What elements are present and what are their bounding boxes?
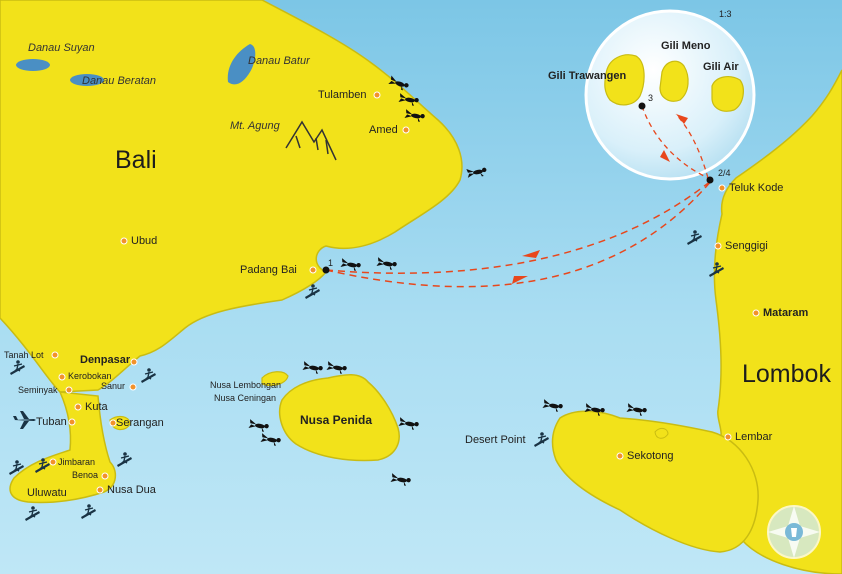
route-label-3: 3 <box>648 93 654 103</box>
lake-suyan-label: Danau Suyan <box>28 42 95 54</box>
nusa-penida-island <box>278 374 400 462</box>
dot-tulamben <box>373 91 381 99</box>
nusa-lembongan-island <box>261 371 289 387</box>
dot-ubud <box>120 237 128 245</box>
inset-gili-trawangan: Gili Trawangen <box>548 70 627 82</box>
place-benoa: Benoa <box>72 470 99 480</box>
place-teluk-kode: Teluk Kode <box>729 182 784 194</box>
place-tulamben: Tulamben <box>318 89 367 101</box>
dot-jimbaran <box>49 458 57 466</box>
inset-gili-meno: Gili Meno <box>661 40 711 52</box>
region-lombok: Lombok <box>742 360 831 388</box>
bali-island <box>0 0 463 393</box>
place-senggigi: Senggigi <box>725 240 768 252</box>
place-seminyak: Seminyak <box>18 385 58 395</box>
inset-gili-air: Gili Air <box>703 61 739 73</box>
dot-tanah-lot <box>51 351 59 359</box>
place-sekotong: Sekotong <box>627 450 674 462</box>
ferry-route <box>325 179 713 288</box>
compass-logo-icon <box>767 505 821 559</box>
dot-kerobokan <box>58 373 66 381</box>
inset-arrow-south <box>660 150 670 162</box>
sekotong-peninsula <box>551 410 759 553</box>
place-tuban: Tuban <box>36 416 67 428</box>
place-desert-point: Desert Point <box>465 434 526 446</box>
inset-arrow-north <box>676 114 688 124</box>
dot-nusa-dua <box>96 486 104 494</box>
town-dots <box>49 91 760 494</box>
airplane-icon <box>13 411 36 429</box>
place-ubud: Ubud <box>131 235 158 247</box>
lake-beratan-label: Danau Beratan <box>82 75 156 87</box>
dot-amed <box>402 126 410 134</box>
lake-suyan <box>16 59 50 71</box>
place-nusa-dua: Nusa Dua <box>107 484 156 496</box>
dot-tuban <box>68 418 76 426</box>
region-bali: Bali <box>115 146 157 174</box>
place-tanah-lot: Tanah Lot <box>4 350 44 360</box>
dot-mataram <box>752 309 760 317</box>
place-nusa-penida: Nusa Penida <box>300 413 373 427</box>
dot-teluk-kode <box>718 184 726 192</box>
route-arrow-west <box>522 250 540 258</box>
route-marker-24 <box>706 176 714 184</box>
dot-benoa <box>101 472 109 480</box>
dot-kuta <box>74 403 82 411</box>
gili-nanggu-islet <box>654 427 669 439</box>
dot-seminyak <box>65 386 73 394</box>
dot-serangan <box>109 419 117 427</box>
bukit-peninsula <box>9 391 117 504</box>
place-nusa-lembongan: Nusa Lembongan <box>210 380 282 390</box>
serangan-island <box>109 415 131 431</box>
gili-air-island <box>711 76 744 112</box>
place-denpasar: Denpasar <box>80 354 131 366</box>
dot-denpasar <box>130 358 138 366</box>
place-uluwatu: Uluwatu <box>27 487 67 499</box>
inset-scale: 1:3 <box>719 9 732 19</box>
mountain-icon <box>285 120 337 161</box>
place-amed: Amed <box>369 124 398 136</box>
gili-trawangan-island <box>604 54 645 106</box>
lake-batur-label: Danau Batur <box>248 55 310 67</box>
place-kerobokan: Kerobokan <box>68 371 112 381</box>
dot-padang-bai <box>309 266 317 274</box>
lake-batur <box>227 44 256 85</box>
route-marker-1 <box>322 266 330 274</box>
route-arrow-east <box>512 276 528 284</box>
dot-sekotong <box>616 452 624 460</box>
place-padang-bai: Padang Bai <box>240 264 297 276</box>
route-label-24: 2/4 <box>718 168 731 178</box>
dot-sanur <box>129 383 137 391</box>
place-jimbaran: Jimbaran <box>58 457 96 467</box>
place-serangan: Serangan <box>116 417 164 429</box>
place-lembar: Lembar <box>735 431 773 443</box>
mountain-label: Mt. Agung <box>230 120 280 132</box>
place-mataram: Mataram <box>763 307 809 319</box>
place-nusa-ceningan: Nusa Ceningan <box>214 393 277 403</box>
dot-lembar <box>724 433 732 441</box>
place-sanur: Sanur <box>101 381 126 391</box>
gili-meno-island <box>659 60 689 102</box>
place-kuta: Kuta <box>85 401 108 413</box>
lake-beratan <box>70 74 104 86</box>
dot-senggigi <box>714 242 722 250</box>
route-label-1: 1 <box>328 258 334 268</box>
route-marker-3 <box>638 102 646 110</box>
